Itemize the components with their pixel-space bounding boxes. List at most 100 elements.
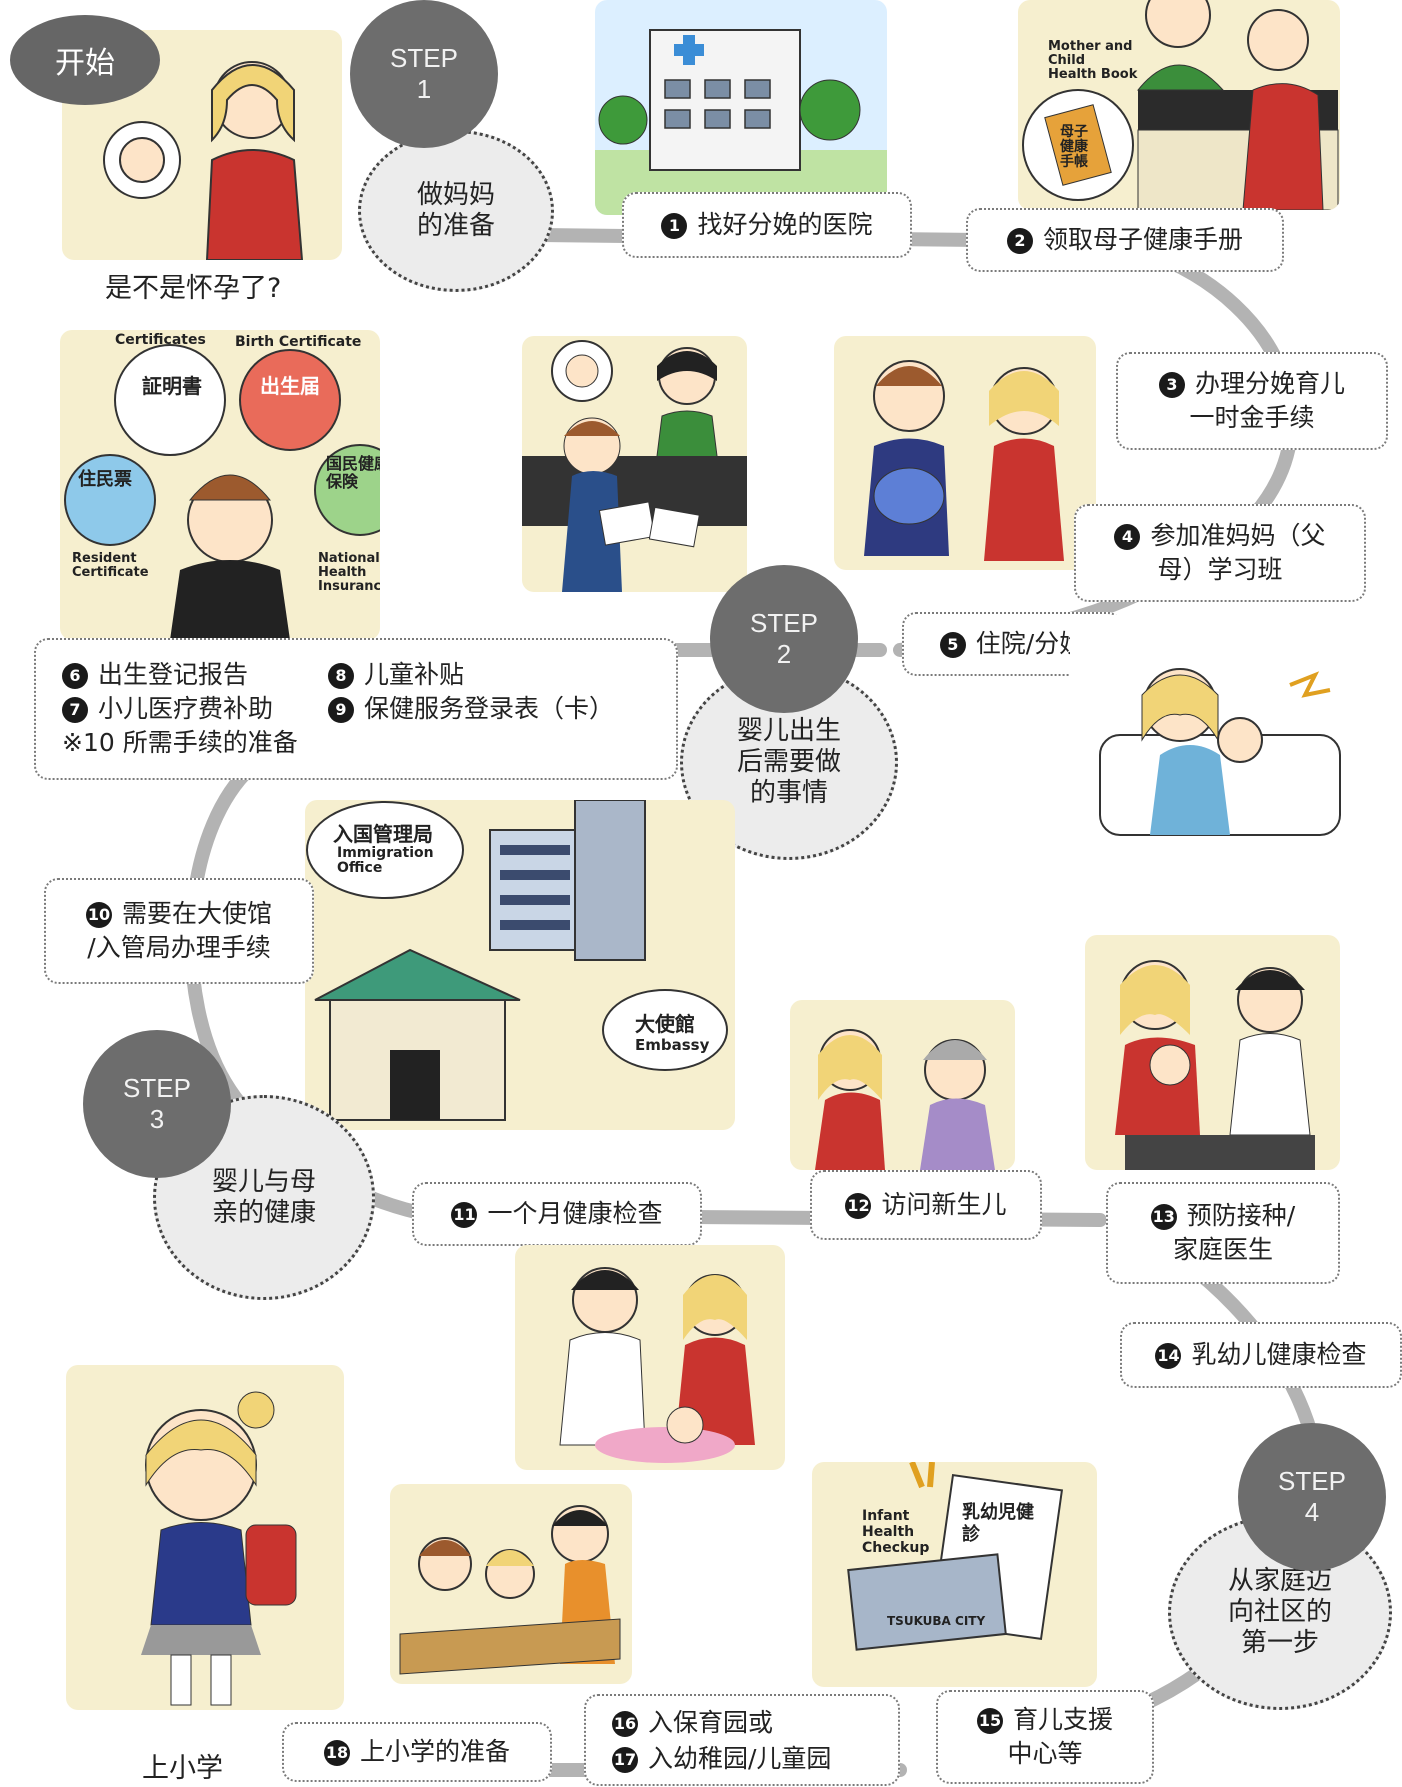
insurance-en-2: Health: [318, 565, 367, 580]
start-label: 开始: [55, 46, 115, 81]
health-book-jp: 母子健康手帳: [1060, 124, 1088, 170]
item-14-number: 14: [1155, 1343, 1182, 1369]
checkup-en-1: Infant: [862, 1508, 910, 1524]
cert-en: Certificates: [115, 332, 206, 348]
item-15-text-line2: 中心等: [1007, 1739, 1083, 1768]
item-9-text: 保健服务登录表（卡）: [364, 694, 615, 723]
nursery-illustration: [390, 1484, 632, 1684]
vaccination-illustration: [1085, 935, 1340, 1170]
item-16-text: 入保育园或: [648, 1708, 774, 1737]
step3-phase: 婴儿与母 亲的健康: [153, 1095, 375, 1300]
item-4-text: 参加准妈妈（父: [1150, 521, 1326, 550]
item-3-text-line2: 一时金手续: [1189, 403, 1315, 432]
item-15-number: 15: [976, 1708, 1003, 1734]
checkup-en: Infant Health Checkup: [862, 1508, 929, 1556]
documents-illustration: Certificates Birth Certificate 証明書 出生届 住…: [60, 330, 380, 640]
item-2-text: 领取母子健康手册: [1042, 225, 1243, 254]
item-11-number: 11: [451, 1202, 478, 1228]
item-2-box: 2 领取母子健康手册: [966, 208, 1284, 272]
embassy-en: Embassy: [635, 1036, 710, 1054]
item-13-text: 预防接种/: [1186, 1201, 1296, 1230]
immigration-en-1: Immigration: [337, 845, 434, 861]
item-3-number: 3: [1158, 372, 1185, 398]
step2-phase-line3: 的事情: [749, 778, 828, 808]
health-book-en-1: Mother and: [1048, 39, 1133, 54]
insurance-en: National Health Insurance: [318, 552, 380, 594]
checkup-en-3: Checkup: [862, 1540, 930, 1556]
item-10-note: ※10 所需手续的准备: [62, 728, 298, 757]
items-16-17-box: 16 入保育园或 17 入幼稚园/儿童园: [584, 1694, 900, 1786]
item-4-number: 4: [1114, 524, 1141, 550]
item-8-text: 儿童补贴: [364, 660, 465, 689]
item-11-text: 一个月健康检查: [487, 1199, 663, 1228]
item-7-text: 小儿医疗费补助: [98, 694, 274, 723]
embassy-jp: 大使館: [635, 1012, 695, 1036]
step1-phase-line1: 做妈妈: [416, 180, 495, 210]
step3-phase-line2: 亲的健康: [211, 1197, 316, 1228]
step4-phase-line2: 向社区的: [1227, 1597, 1332, 1627]
step4-badge-number: 4: [1304, 1497, 1320, 1527]
item-8-row: 8 儿童补贴: [328, 658, 464, 692]
delivery-illustration: [1070, 615, 1360, 855]
item-4-text-line2: 母）学习班: [1157, 555, 1283, 584]
step2-phase-line1: 婴儿出生: [736, 716, 841, 746]
insurance-jp: 国民健康保険: [326, 454, 380, 491]
item-9-number: 9: [328, 697, 354, 723]
item-14-box: 14 乳幼儿健康检查: [1120, 1322, 1402, 1388]
item-16-number: 16: [612, 1711, 638, 1737]
item-17-text: 入幼稚园/儿童园: [648, 1744, 832, 1773]
immigration-en-2: Office: [337, 860, 383, 876]
item-15-text: 育儿支援: [1012, 1705, 1113, 1734]
birth-cert-en: Birth Certificate: [235, 334, 362, 350]
step4-phase-line3: 第一步: [1240, 1628, 1319, 1658]
item-12-text: 访问新生儿: [881, 1190, 1007, 1219]
item-13-text-line2: 家庭医生: [1172, 1235, 1273, 1264]
step1-phase: 做妈妈的准备: [358, 130, 554, 292]
checkup-jp: 乳幼児健診: [962, 1502, 1034, 1545]
immigration-jp: 入国管理局: [333, 822, 433, 846]
city-hall-illustration: [522, 336, 747, 592]
step2-badge: STEP 2: [710, 565, 858, 713]
item-13-number: 13: [1150, 1204, 1177, 1230]
item-7-number: 7: [62, 697, 88, 723]
item-6-text: 出生登记报告: [98, 660, 249, 689]
step2-badge-number: 2: [776, 639, 792, 669]
resident-en-2: Certificate: [72, 565, 149, 580]
one-month-checkup-illustration: [515, 1245, 785, 1470]
item-11-box: 11 一个月健康检查: [412, 1182, 702, 1246]
parents-class-illustration: [834, 336, 1096, 570]
item-18-number: 18: [323, 1740, 350, 1766]
item-3-text: 办理分娩育儿: [1194, 369, 1345, 398]
item-17-row: 17 入幼稚园/儿童园: [612, 1742, 831, 1776]
resident-jp: 住民票: [78, 469, 132, 490]
item-15-box: 15 育儿支援 中心等: [936, 1690, 1154, 1784]
resident-en: Resident Certificate: [72, 552, 149, 580]
item-5-number: 5: [939, 632, 966, 658]
hospital-illustration: [595, 0, 887, 215]
item-5-text: 住院/分娩: [975, 629, 1085, 658]
item-17-number: 17: [612, 1747, 638, 1773]
item-14-text: 乳幼儿健康检查: [1191, 1340, 1367, 1369]
item-10-text: 需要在大使馆: [121, 899, 272, 928]
newborn-visit-illustration: [790, 1000, 1015, 1170]
immigration-en: Immigration Office: [337, 846, 434, 876]
item-10-text-line2: /入管局办理手续: [87, 933, 271, 962]
insurance-en-1: National: [318, 551, 380, 566]
step4-badge: STEP 4: [1238, 1423, 1386, 1571]
health-book-illustration: Mother and Child Health Book 母子健康手帳: [1018, 0, 1340, 210]
health-book-en-2: Child: [1048, 53, 1086, 68]
item-12-number: 12: [845, 1193, 872, 1219]
item-8-number: 8: [328, 663, 354, 689]
step1-badge: STEP 1: [350, 0, 498, 148]
item-1-text: 找好分娩的医院: [697, 210, 873, 239]
checkup-en-2: Health: [862, 1524, 915, 1540]
step2-badge-label: STEP: [750, 608, 818, 638]
item-16-row: 16 入保育园或: [612, 1706, 773, 1740]
item-12-box: 12 访问新生儿: [810, 1170, 1042, 1240]
item-4-box: 4 参加准妈妈（父 母）学习班: [1074, 504, 1366, 602]
item-2-number: 2: [1006, 228, 1033, 254]
insurance-en-3: Insurance: [318, 579, 380, 594]
